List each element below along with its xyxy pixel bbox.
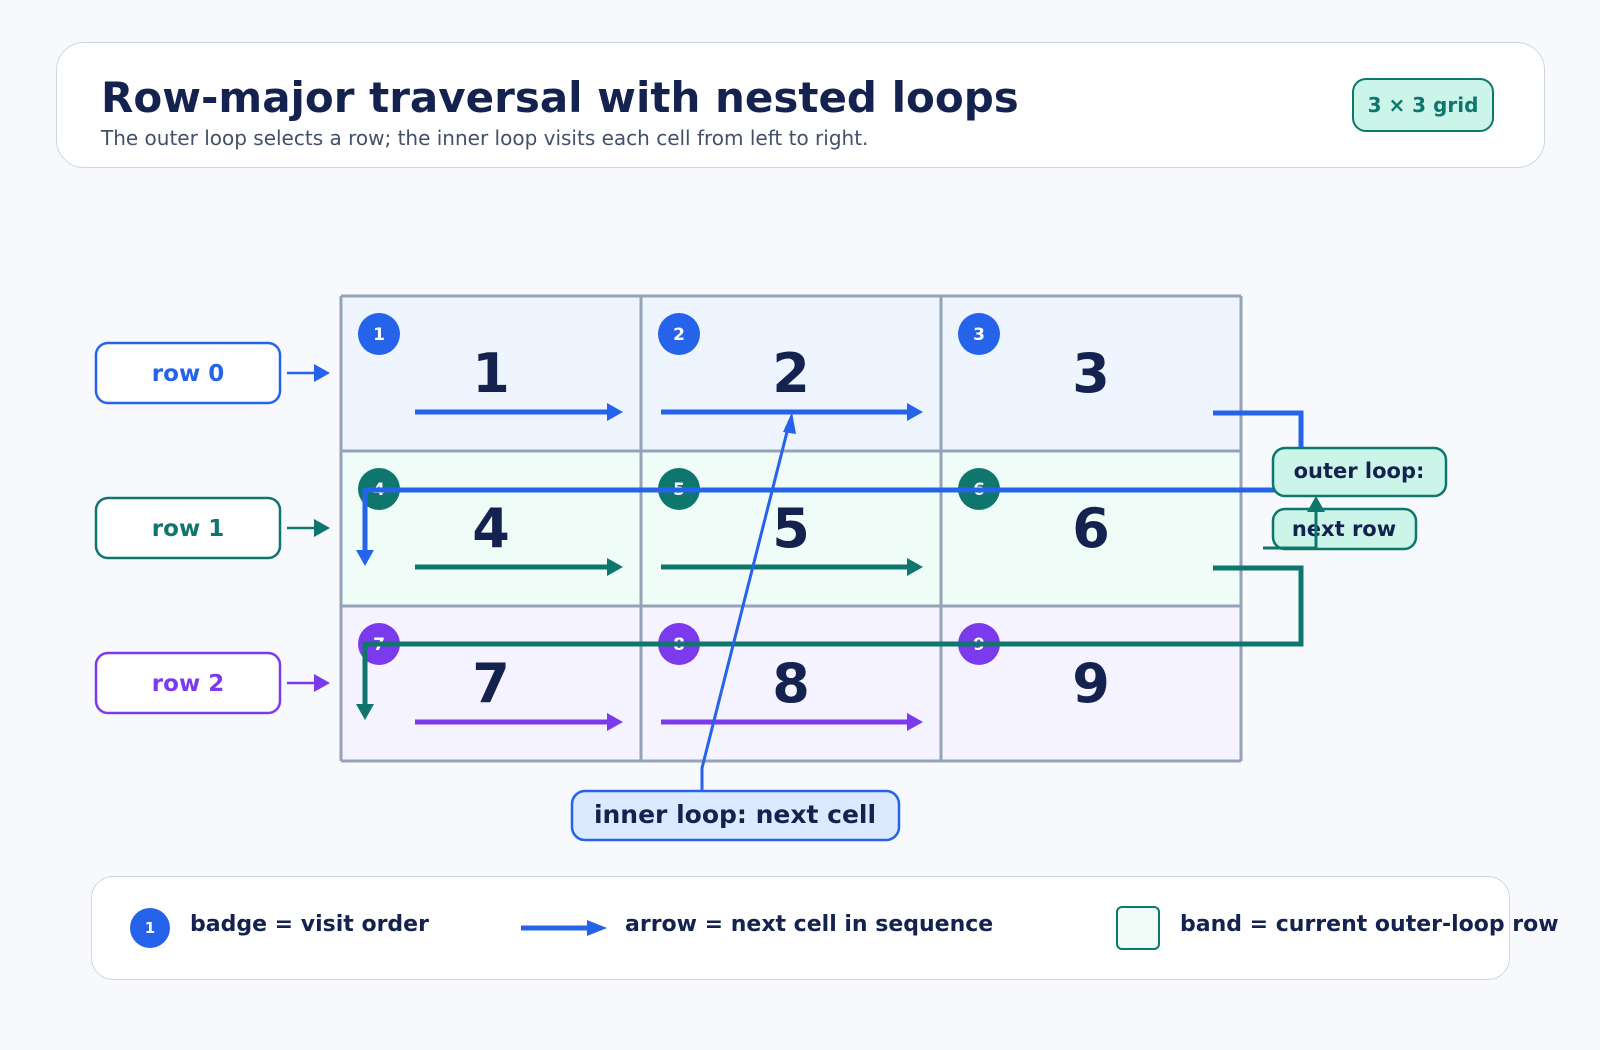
outer-loop-callout-text-1: outer loop:: [1294, 459, 1425, 483]
outer-loop-callout-box-1: [1271, 446, 1448, 498]
visit-order-badge: [358, 313, 400, 355]
outer-loop-callout-box-2: [1271, 507, 1418, 551]
inner-arrow-head: [607, 403, 623, 421]
row-pointer-head-1: [314, 519, 330, 537]
inner-loop-callout-box: [570, 789, 901, 842]
header-card: Row-major traversal with nested loops Th…: [56, 42, 1545, 168]
visit-order-number: 3: [973, 325, 985, 345]
row-label-box-2: [94, 651, 282, 715]
outer-wrap-path-1: [362, 565, 1304, 706]
legend: 1 badge = visit order arrow = next cell …: [91, 876, 1559, 980]
grid-size-badge: 3 × 3 grid: [1352, 78, 1494, 132]
inner-arrow-head: [607, 713, 623, 731]
row-pointer-head-2: [314, 674, 330, 692]
outer-wrap-head-0: [356, 550, 374, 566]
visit-order-badge: [958, 313, 1000, 355]
outer-loop-leader: [1263, 510, 1318, 550]
inner-loop-leader: [700, 423, 791, 791]
inner-arrow-head: [907, 558, 923, 576]
legend-badge-item: 1 badge = visit order: [130, 877, 429, 979]
cell-value: 4: [472, 497, 510, 560]
legend-badge-icon: 1: [130, 908, 170, 948]
cell-value: 2: [772, 342, 810, 405]
cell-value: 3: [1072, 342, 1110, 405]
row-pointer-head-0: [314, 364, 330, 382]
inner-arrow-head: [607, 558, 623, 576]
row-band-1: [341, 451, 1241, 606]
row-label-box-0: [94, 341, 282, 405]
row-label-2: row 2: [152, 671, 224, 697]
inner-loop-leader-head: [783, 412, 796, 434]
legend-arrow-text: arrow = next cell in sequence: [625, 911, 994, 937]
visit-order-number: 1: [373, 325, 385, 345]
inner-arrow-head: [907, 713, 923, 731]
row-label-1: row 1: [152, 516, 224, 542]
visit-order-number: 2: [673, 325, 685, 345]
cell-value: 8: [772, 652, 810, 715]
legend-arrow-icon: [521, 920, 607, 936]
row-label-0: row 0: [152, 361, 224, 387]
cell-value: 1: [472, 342, 510, 405]
legend-band-item: band = current outer-loop row: [1116, 877, 1559, 979]
page-subtitle: The outer loop selects a row; the inner …: [101, 126, 869, 150]
outer-loop-leader-head: [1307, 496, 1325, 512]
legend-band-swatch: [1116, 906, 1160, 950]
outer-loop-callout-text-2: next row: [1292, 517, 1396, 541]
inner-arrow-head: [907, 403, 923, 421]
legend-band-text: band = current outer-loop row: [1180, 911, 1559, 937]
row-label-box-1: [94, 496, 282, 560]
row-band-2: [341, 606, 1241, 761]
page-title: Row-major traversal with nested loops: [101, 73, 1019, 122]
cell-value: 6: [1072, 497, 1110, 560]
cell-value: 7: [472, 652, 510, 715]
cell-value: 5: [772, 497, 810, 560]
outer-wrap-head-1: [356, 704, 374, 720]
inner-loop-callout-text: inner loop: next cell: [594, 800, 876, 829]
visit-order-badge: [658, 313, 700, 355]
legend-badge-text: badge = visit order: [190, 911, 429, 937]
cell-value: 9: [1072, 652, 1110, 715]
legend-arrow-item: arrow = next cell in sequence: [521, 877, 993, 979]
